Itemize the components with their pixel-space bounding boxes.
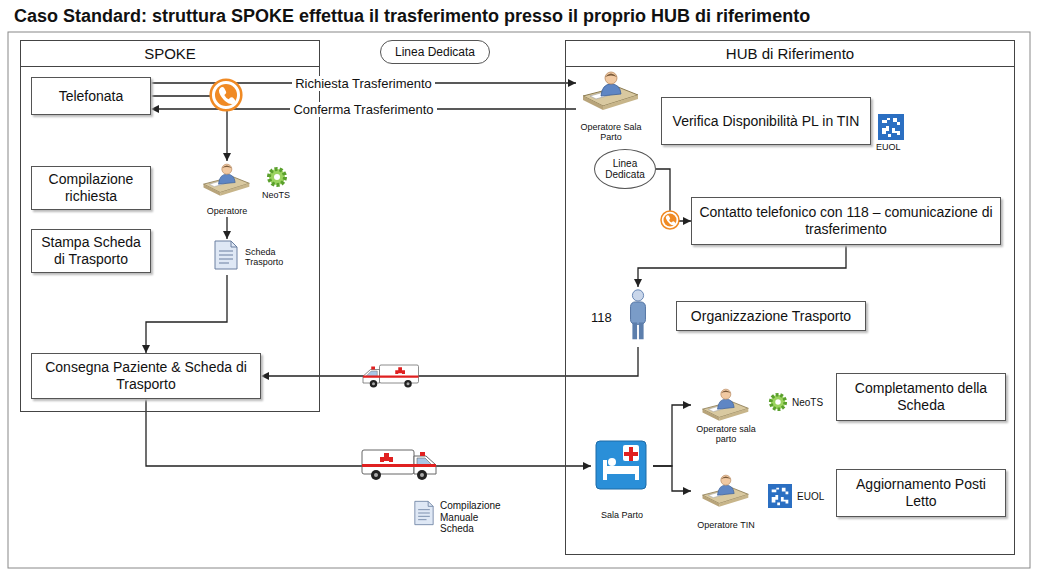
process-box: Organizzazione Trasporto — [676, 301, 866, 331]
actor-icon: Operatore — [197, 161, 257, 217]
process-box: Completamento della Scheda — [836, 373, 1006, 421]
flow-connector — [146, 275, 227, 353]
flow-connector — [638, 245, 846, 287]
node-text: Aggiornamento Posti Letto — [844, 476, 998, 510]
flow-connector — [653, 405, 691, 466]
node-text: Scheda Trasporto — [245, 247, 305, 268]
flow-connector — [226, 217, 227, 239]
node-text: Telefonata — [59, 88, 124, 105]
diagram-title: Caso Standard: struttura SPOKE effettua … — [14, 6, 810, 27]
swimlane-panel: SPOKE TelefonataCompilazione richiestaOpe… — [20, 40, 320, 412]
node-text: Operatore Sala Parto — [576, 123, 646, 143]
process-box: Consegna Paziente & Scheda di Trasporto — [31, 353, 261, 399]
node-text: Sala Parto — [601, 511, 643, 521]
icon-caption: EUOL — [797, 491, 824, 503]
process-box: Compilazione richiesta — [31, 166, 151, 210]
process-box: Contatto telefonico con 118 – comunicazi… — [691, 197, 1001, 245]
actor-icon: Sala Parto — [591, 441, 653, 521]
process-box: Stampa Scheda di Trasporto — [31, 229, 151, 273]
flow-connector — [653, 466, 691, 491]
process-box: Aggiornamento Posti Letto — [836, 469, 1006, 517]
icon-caption: NeoTS — [792, 397, 823, 409]
edge-label: Conferma Trasferimento — [290, 102, 436, 117]
actor-icon: Operatore Sala Parto — [576, 67, 646, 143]
flow-connector — [261, 347, 638, 376]
icon-caption: EUOL — [876, 142, 901, 152]
actor-icon: Operatore TIN — [691, 471, 761, 531]
node-text: Stampa Scheda di Trasporto — [39, 234, 143, 268]
lane-header: HUB di Riferimento — [566, 41, 1014, 67]
icon-caption: Compilazione Manuale Scheda — [440, 500, 514, 535]
line-oval: Linea Dedicata — [594, 149, 656, 189]
node-text: Completamento della Scheda — [844, 380, 998, 414]
node-text: Linea Dedicata — [395, 45, 475, 59]
process-box: Verifica Disponibilità PL in TIN — [661, 97, 871, 145]
node-text: Operatore — [207, 207, 248, 217]
swimlane-panel: HUB di RiferimentoOperatore Sala Parto Ve… — [565, 40, 1015, 555]
actor-icon: Operatore sala parto — [691, 385, 761, 445]
node-text: Compilazione richiesta — [39, 171, 143, 205]
process-box: Telefonata — [31, 77, 151, 115]
line-pill: Linea Dedicata — [380, 40, 490, 64]
document-icon: Scheda Trasporto — [213, 239, 305, 275]
node-text: Verifica Disponibilità PL in TIN — [673, 113, 860, 130]
node-text: Organizzazione Trasporto — [691, 308, 851, 325]
node-text: 118 — [591, 310, 612, 325]
node-text: Contatto telefonico con 118 – comunicazi… — [699, 204, 993, 238]
lane-header: SPOKE — [21, 41, 319, 67]
node-text: Consegna Paziente & Scheda di Trasporto — [39, 359, 253, 393]
node-text: Operatore TIN — [697, 521, 754, 531]
node-text: Linea Dedicata — [599, 158, 651, 181]
node-text: Operatore sala parto — [691, 425, 761, 445]
edge-label: Richiesta Trasferimento — [292, 76, 435, 91]
icon-caption: NeoTS — [262, 190, 290, 200]
actor-icon: 118 — [591, 287, 661, 347]
